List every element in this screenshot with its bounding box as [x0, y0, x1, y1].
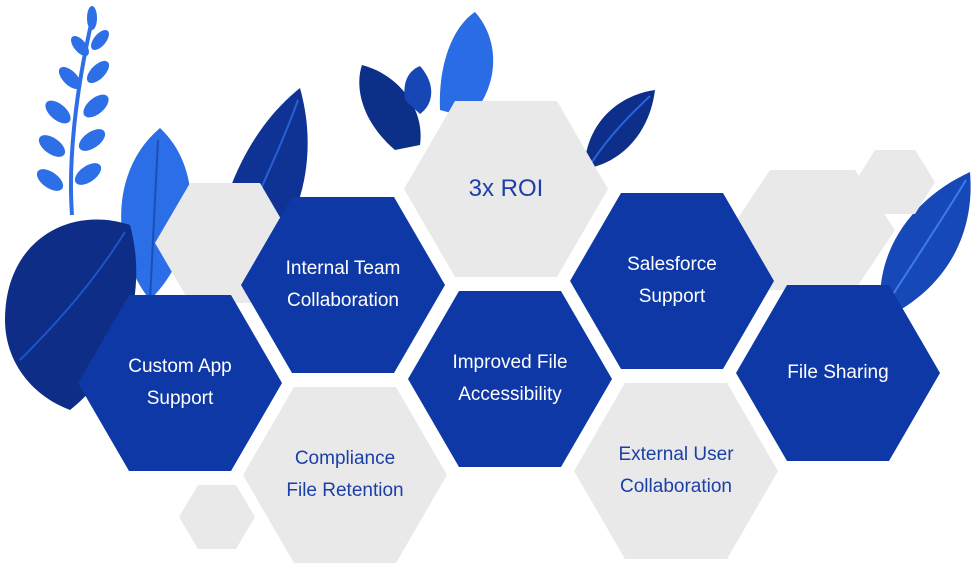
- hex-improved-file-shape: [408, 291, 612, 467]
- foliage-top: [359, 12, 655, 168]
- foliage-left: [5, 6, 308, 410]
- hex-salesforce-shape: [570, 193, 774, 369]
- hex-external-user-shape: [574, 383, 778, 559]
- hex-compliance-shape: [243, 387, 447, 563]
- hex-custom-app-shape: [78, 295, 282, 471]
- hex-roi-shape: [404, 101, 608, 277]
- hex-internal-team-shape: [241, 197, 445, 373]
- hex-file-sharing-shape: [736, 285, 940, 461]
